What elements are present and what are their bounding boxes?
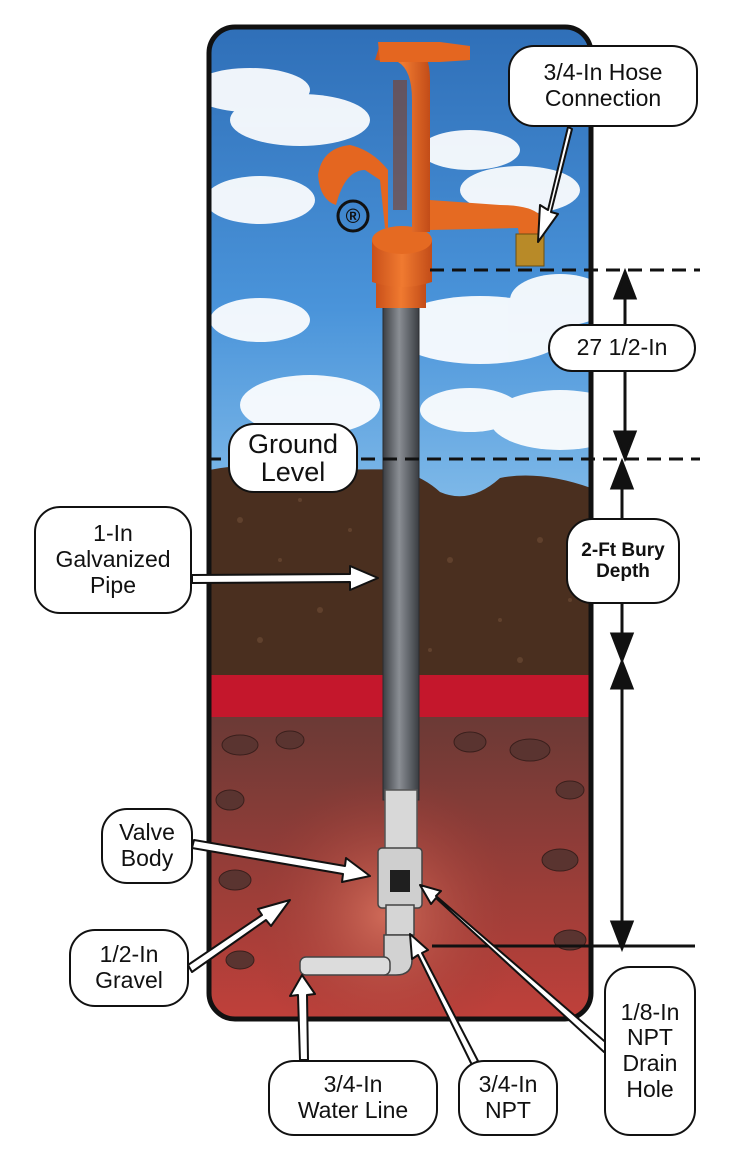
callout-hose-connection: 3/4-In Hose Connection — [508, 45, 698, 127]
callout-drain-hole: 1/8-In NPT Drain Hole — [604, 966, 696, 1136]
label-height-above-ground: 27 1/2-In — [576, 334, 668, 361]
registered-mark-icon — [336, 199, 370, 233]
arrow-icon-hose — [537, 126, 573, 243]
label-valve-body: Valve Body — [119, 819, 175, 871]
callout-galvanized-pipe: 1-In Galvanized Pipe — [34, 506, 192, 614]
callout-ground-level: Ground Level — [228, 423, 358, 493]
registered-mark-letter: ® — [346, 206, 361, 228]
label-gravel: 1/2-In Gravel — [95, 941, 163, 993]
callout-valve-body: Valve Body — [101, 808, 193, 884]
arrow-icon-npt — [409, 933, 479, 1066]
label-npt: 3/4-In NPT — [478, 1071, 538, 1123]
arrow-icon-drain — [419, 884, 611, 1053]
valve-assembly — [299, 789, 423, 976]
label-hose-connection: 3/4-In Hose Connection — [543, 59, 663, 111]
soil-texture — [237, 498, 572, 663]
label-ground-level: Ground Level — [247, 428, 339, 487]
label-water-line: 3/4-In Water Line — [297, 1071, 409, 1123]
label-drain-hole: 1/8-In NPT Drain Hole — [620, 998, 680, 1102]
water-line-pipe — [299, 956, 391, 976]
callout-height-above-ground: 27 1/2-In — [548, 324, 696, 372]
callout-npt: 3/4-In NPT — [458, 1060, 558, 1136]
arrow-icon-waterline — [289, 974, 316, 1061]
label-galvanized-pipe: 1-In Galvanized Pipe — [55, 520, 171, 598]
callout-bury-depth: 2-Ft Bury Depth — [566, 518, 680, 604]
callout-gravel: 1/2-In Gravel — [69, 929, 189, 1007]
arrow-icon-gravel — [187, 899, 291, 973]
hydrant-head — [318, 42, 545, 308]
arrow-icon-pipe — [191, 565, 379, 591]
dimension-arrow-icon — [609, 267, 638, 953]
galvanized-pipe — [382, 299, 420, 801]
callout-arrows — [187, 126, 611, 1066]
label-bury-depth: 2-Ft Bury Depth — [581, 539, 665, 582]
callout-water-line: 3/4-In Water Line — [268, 1060, 438, 1136]
arrow-icon-valve — [191, 839, 371, 883]
